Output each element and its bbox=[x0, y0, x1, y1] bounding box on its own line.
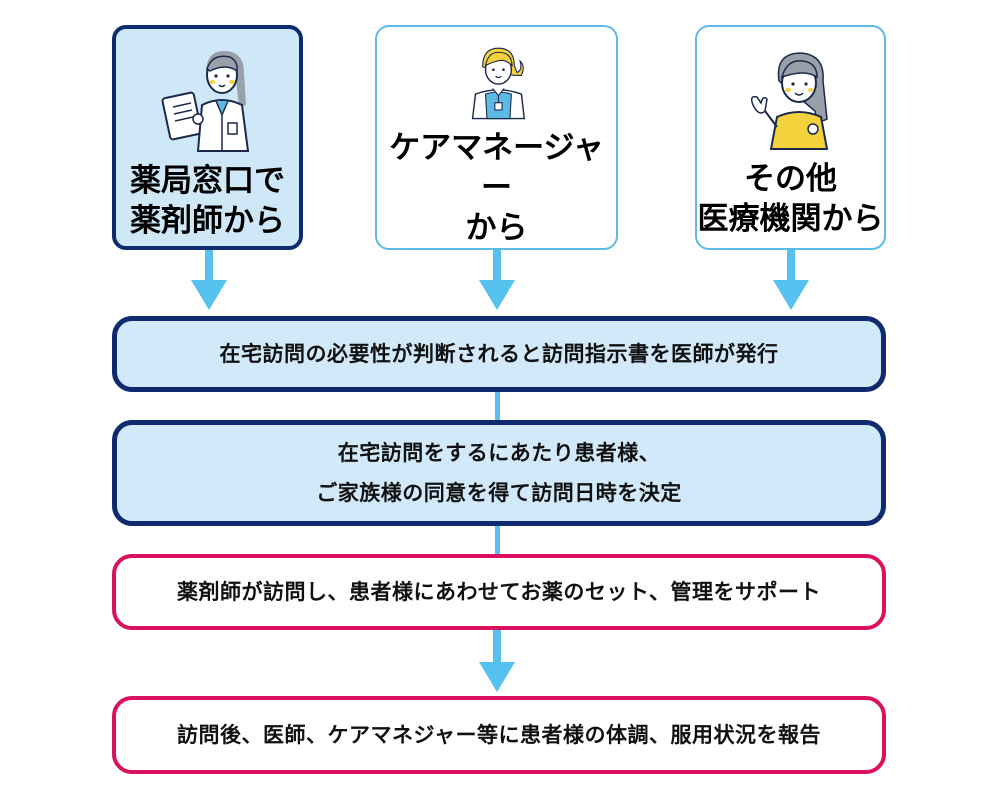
step-text: 薬剤師が訪問し、患者様にあわせてお薬のセット、管理をサポート bbox=[177, 580, 821, 604]
step-text: ご家族様の同意を得て訪問日時を決定 bbox=[316, 481, 682, 505]
down-arrow-icon bbox=[191, 250, 227, 310]
step-text: 在宅訪問の必要性が判断されると訪問指示書を医師が発行 bbox=[219, 342, 779, 366]
connector-line bbox=[495, 392, 500, 420]
down-arrow-icon bbox=[479, 250, 515, 310]
source-label: 薬局窓口で 薬剤師から bbox=[130, 161, 285, 241]
pharmacist-with-clipboard-icon bbox=[161, 51, 249, 152]
step-text: 在宅訪問をするにあたり患者様、 bbox=[337, 441, 661, 465]
source-label: その他 医療機関から bbox=[698, 159, 884, 239]
source-label: ケアマネージャー から bbox=[377, 128, 616, 248]
step-box-report: 訪問後、医師、ケアマネジャー等に患者様の体調、服用状況を報告 bbox=[112, 696, 886, 774]
source-label-line: 薬局窓口で bbox=[130, 163, 285, 199]
source-label-line: から bbox=[465, 210, 528, 246]
source-label-line: ケアマネージャー bbox=[389, 130, 604, 206]
medical-staff-woman-icon bbox=[750, 52, 828, 150]
step-box-consent-schedule: 在宅訪問をするにあたり患者様、 ご家族様の同意を得て訪問日時を決定 bbox=[112, 420, 886, 526]
down-arrow-icon bbox=[479, 630, 515, 692]
connector-line bbox=[495, 526, 500, 554]
source-box-care-manager: ケアマネージャー から bbox=[375, 25, 618, 250]
source-box-other-institution: その他 医療機関から bbox=[695, 25, 886, 250]
source-label-line: 医療機関から bbox=[697, 201, 884, 237]
source-label-line: その他 bbox=[744, 161, 837, 197]
down-arrow-icon bbox=[773, 250, 809, 310]
care-manager-icon bbox=[471, 47, 525, 120]
step-box-pharmacist-visit: 薬剤師が訪問し、患者様にあわせてお薬のセット、管理をサポート bbox=[112, 554, 886, 630]
source-box-pharmacist: 薬局窓口で 薬剤師から bbox=[112, 25, 303, 250]
step-text: 訪問後、医師、ケアマネジャー等に患者様の体調、服用状況を報告 bbox=[177, 723, 821, 747]
step-box-order-issued: 在宅訪問の必要性が判断されると訪問指示書を医師が発行 bbox=[112, 316, 886, 392]
source-label-line: 薬剤師から bbox=[130, 203, 285, 239]
